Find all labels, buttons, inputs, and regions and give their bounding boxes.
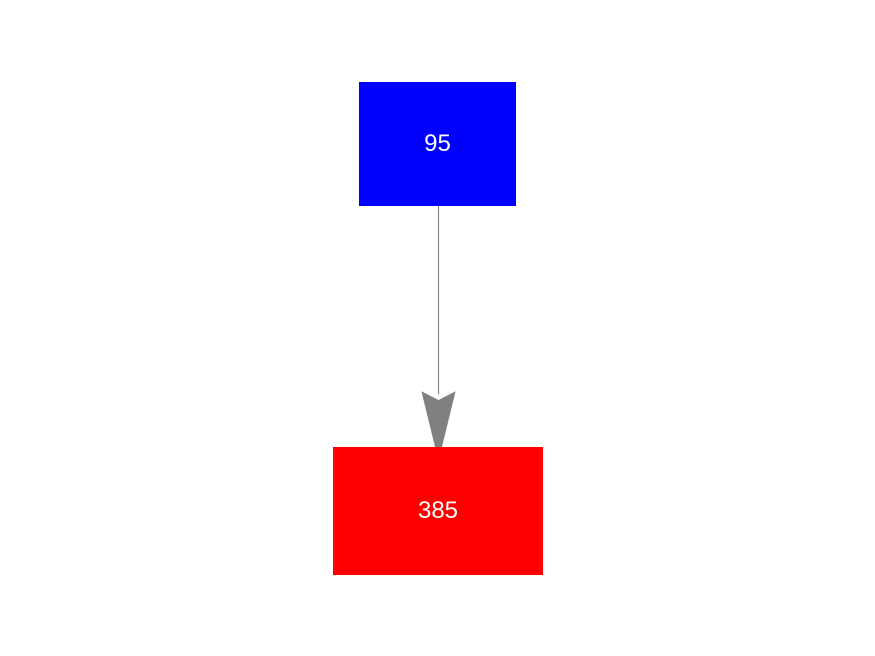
edge-a-b[interactable]: [421, 206, 456, 449]
node-b-label: 385: [417, 497, 459, 524]
edge-arrowhead-icon: [421, 391, 456, 449]
node-a-label: 95: [424, 130, 451, 157]
node-a-rect[interactable]: [359, 82, 516, 206]
node-b-rect[interactable]: [333, 447, 543, 575]
